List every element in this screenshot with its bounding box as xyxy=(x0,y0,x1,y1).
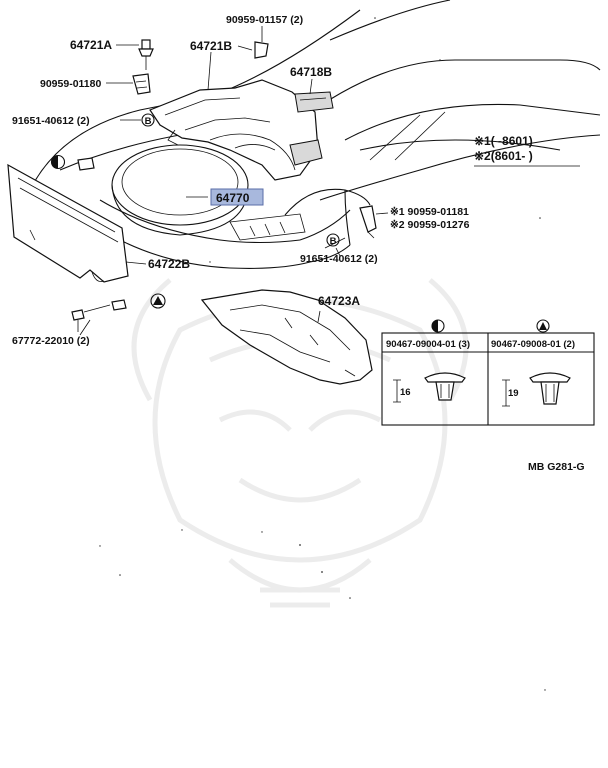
clip-90959-01180 xyxy=(132,73,151,95)
label-64718b: 64718B xyxy=(290,65,332,79)
label-91651-40612-right: 91651-40612 (2) xyxy=(300,253,378,265)
detail-right-part: 90467-09008-01 (2) xyxy=(491,339,575,350)
clip-90959-01157 xyxy=(254,26,269,59)
part-labels: 64721A 64721B 90959-01157 (2) 64718B 909… xyxy=(12,14,470,347)
legend-line-1: ※1( -8601) xyxy=(474,134,533,148)
clip-64721a xyxy=(138,39,154,70)
label-67772-22010: 67772-22010 (2) xyxy=(12,335,90,347)
diagram-code: MB G281-G xyxy=(528,461,585,473)
part-64718b xyxy=(294,91,334,113)
half-circle-marker xyxy=(50,154,95,171)
highlight-64770 xyxy=(210,188,264,206)
label-64721b: 64721B xyxy=(190,39,232,53)
label-90959-01276: ※2 90959-01276 xyxy=(390,219,470,231)
fender-clip xyxy=(359,205,389,239)
leader-lines xyxy=(79,44,341,336)
scan-speckles xyxy=(99,17,546,691)
marker-b-text-right: B xyxy=(330,236,337,247)
label-64770: 64770 xyxy=(216,191,250,205)
marker-b-right: B xyxy=(326,233,340,247)
detail-right-dim: 19 xyxy=(508,388,519,399)
watermark-emblem xyxy=(131,278,469,608)
trunk-trim-assembly xyxy=(149,79,323,181)
detail-left-part: 90467-09004-01 (3) xyxy=(386,339,470,350)
part-64723a-mat xyxy=(200,289,373,385)
part-64722b-board xyxy=(7,163,129,283)
spare-tire-well xyxy=(111,144,249,236)
label-64723a: 64723A xyxy=(318,294,360,308)
fastener-detail-box: 90467-09004-01 (3) 90467-09008-01 (2) 16… xyxy=(381,319,595,426)
label-64722b: 64722B xyxy=(148,257,190,271)
marker-b-text: B xyxy=(145,116,152,127)
triangle-marker-top xyxy=(150,293,166,309)
label-64721a: 64721A xyxy=(70,38,112,52)
detail-left-dim: 16 xyxy=(400,387,411,398)
label-90959-01181: ※1 90959-01181 xyxy=(390,206,469,218)
marker-b-left: B xyxy=(141,113,155,127)
label-90959-01157: 90959-01157 (2) xyxy=(226,14,303,26)
label-90959-01180: 90959-01180 xyxy=(40,78,101,90)
variant-legend: ※1( -8601) ※2(8601- ) xyxy=(474,134,580,167)
label-91651-40612-left: 91651-40612 (2) xyxy=(12,115,90,127)
bolt-67772-22010 xyxy=(71,299,127,332)
legend-line-2: ※2(8601- ) xyxy=(474,149,533,163)
